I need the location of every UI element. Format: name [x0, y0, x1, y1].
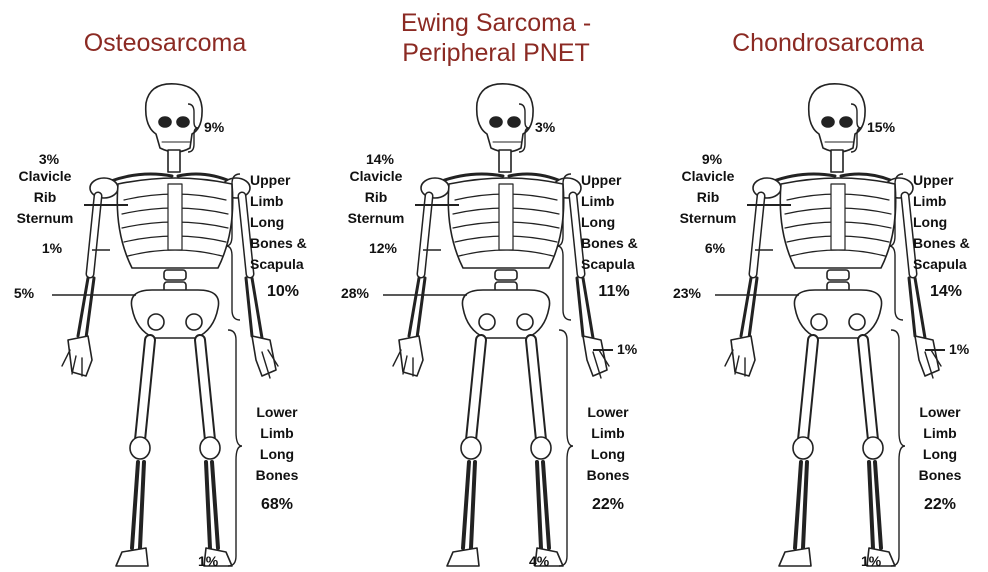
upper-label-label: Upper Limb Long Bones & Scapula — [913, 170, 970, 275]
upper-label-label: Upper Limb Long Bones & Scapula — [250, 170, 307, 275]
pelvis-label: 5% — [0, 283, 48, 304]
lower-limb-bracket — [228, 330, 242, 566]
hand-label: 1% — [949, 339, 969, 360]
upper-pct-label: 11% — [579, 281, 649, 302]
lower-label-label: Lower Limb Long Bones — [909, 402, 971, 486]
pelvis-label: 28% — [331, 283, 379, 304]
lower-pct-label: 68% — [246, 494, 308, 515]
skull-label: 9% — [204, 117, 224, 138]
tumor-type-title: Chondrosarcoma — [683, 28, 973, 58]
thorax-label-label: Clavicle Rib Sternum — [0, 166, 90, 229]
lower-pct-label: 22% — [909, 494, 971, 515]
lower-label-label: Lower Limb Long Bones — [577, 402, 639, 486]
thorax-label-label: Clavicle Rib Sternum — [663, 166, 753, 229]
spine-label: 1% — [22, 238, 82, 259]
lower-limb-bracket — [891, 330, 905, 566]
upper-label-label: Upper Limb Long Bones & Scapula — [581, 170, 638, 275]
pelvis-label: 23% — [663, 283, 711, 304]
tumor-type-title: Ewing Sarcoma - Peripheral PNET — [351, 8, 641, 68]
foot-label: 4% — [529, 551, 549, 572]
lower-label-label: Lower Limb Long Bones — [246, 402, 308, 486]
tumor-type-title: Osteosarcoma — [20, 28, 310, 58]
foot-label: 1% — [861, 551, 881, 572]
skull-label: 3% — [535, 117, 555, 138]
hand-label: 1% — [617, 339, 637, 360]
skull-label: 15% — [867, 117, 895, 138]
lower-pct-label: 22% — [577, 494, 639, 515]
upper-pct-label: 14% — [911, 281, 981, 302]
lower-limb-bracket — [559, 330, 573, 566]
upper-pct-label: 10% — [248, 281, 318, 302]
spine-label: 6% — [685, 238, 745, 259]
foot-label: 1% — [198, 551, 218, 572]
spine-label: 12% — [353, 238, 413, 259]
thorax-label-label: Clavicle Rib Sternum — [331, 166, 421, 229]
